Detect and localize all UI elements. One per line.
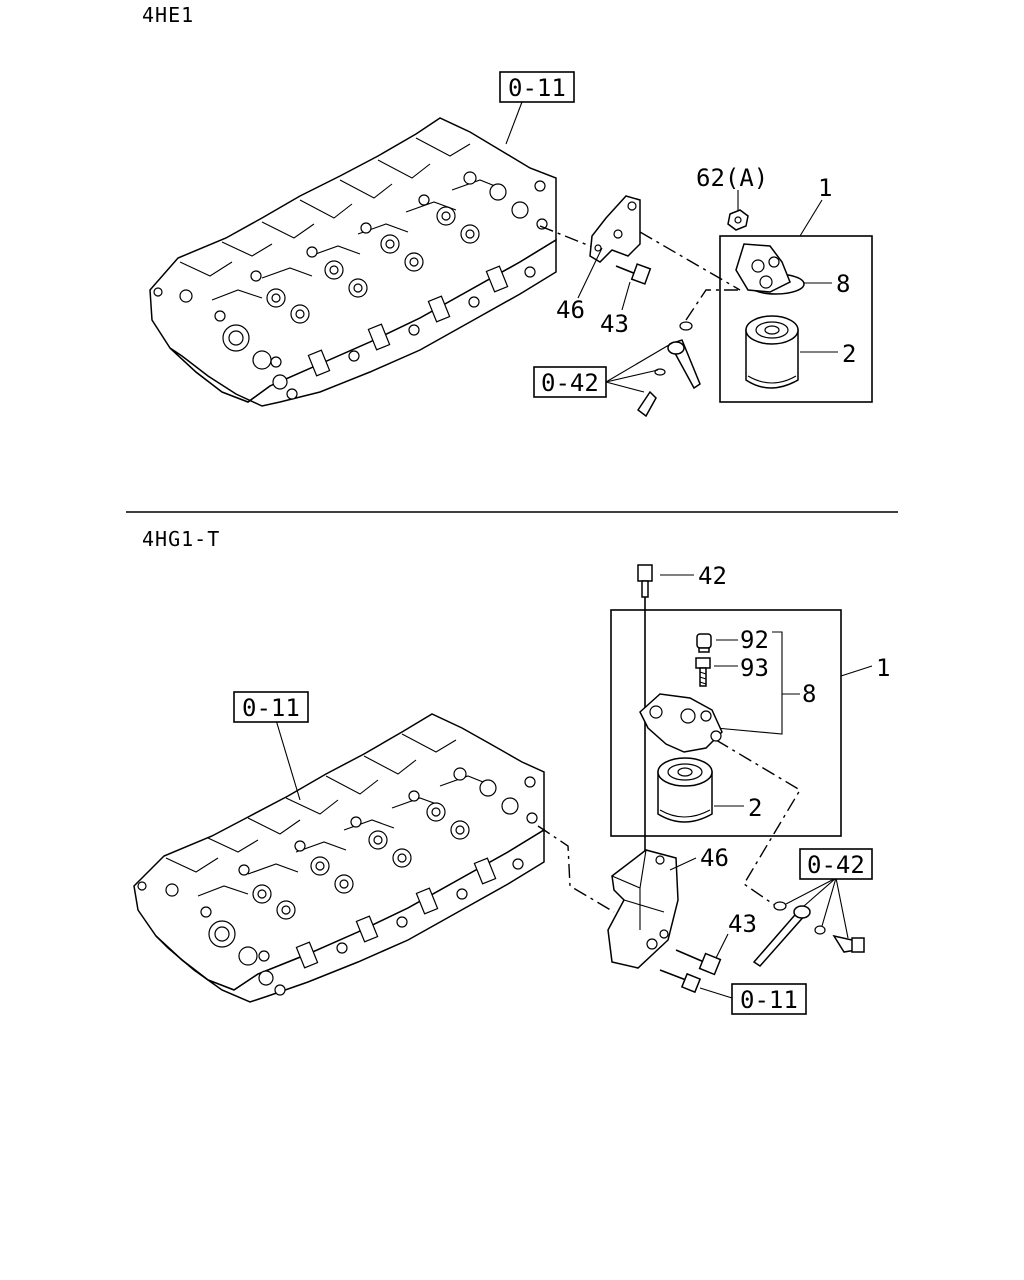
ref-box-head-4he1[interactable]: [499, 71, 575, 103]
section-4hg1t: 4HG1-T: [133, 527, 890, 1015]
plug-93-4hg1t: [695, 657, 711, 687]
leader-1-4he1: [799, 199, 823, 237]
bracket-4he1: [589, 195, 641, 263]
leader-042a-4hg1t: [785, 877, 837, 905]
label-8-4hg1t: 8: [802, 680, 816, 708]
label-46-4he1: 46: [556, 296, 585, 324]
filter-cartridge-4he1: [745, 315, 799, 389]
section-4he1: 4HE1: [142, 3, 873, 418]
leader-042d-4hg1t: [835, 877, 849, 939]
fittings-4hg1t: [752, 901, 865, 967]
leader-43-4he1: [621, 281, 631, 311]
leader-1-4hg1t: [840, 665, 873, 677]
ref-label-head-4he1: 0-11: [508, 74, 566, 102]
centerline-4he1: [539, 225, 741, 291]
centerline-head-4hg1t: [537, 825, 615, 913]
bracket-4hg1t: [607, 849, 679, 969]
leader-46-4he1: [577, 247, 603, 299]
leader-042b-4he1: [605, 369, 659, 383]
assembly-box-4he1: [719, 235, 873, 403]
label-1-4he1: 1: [818, 174, 832, 202]
label-46-4hg1t: 46: [700, 844, 729, 872]
leader-042a-4he1: [605, 341, 675, 383]
label-2-4he1: 2: [842, 340, 856, 368]
cylinder-head-4he1: [149, 117, 557, 407]
label-43-4he1: 43: [600, 310, 629, 338]
label-1-4hg1t: 1: [876, 654, 890, 682]
ref-label-head-4hg1t: 0-11: [242, 694, 300, 722]
section-title-4he1: 4HE1: [142, 3, 194, 27]
section-title-4hg1t: 4HG1-T: [142, 527, 220, 551]
bolt-43-4he1: [615, 263, 652, 285]
ref-box-fittings-4hg1t[interactable]: [799, 848, 873, 880]
centerline-fitting-4hg1t: [715, 739, 801, 907]
bolt-43-4hg1t: [675, 949, 722, 976]
assembly-box-4hg1t: [610, 609, 842, 837]
label-62a-4he1: 62(A): [696, 164, 768, 192]
leader-042c-4he1: [605, 381, 645, 393]
filter-cartridge-4hg1t: [657, 757, 713, 823]
centerline-fitting-4he1: [685, 289, 740, 321]
ref-label-fittings-4he1: 0-42: [541, 369, 599, 397]
leader-head-ref-4he1: [505, 101, 523, 145]
leader-43-4hg1t: [715, 933, 729, 959]
ref-box-fittings-4he1[interactable]: [533, 366, 607, 398]
filter-cover-4hg1t: [639, 693, 723, 753]
ref-box-bolt-4hg1t[interactable]: [731, 983, 807, 1015]
leader-46-4hg1t: [669, 857, 697, 871]
cylinder-head-4hg1t: [133, 713, 545, 1003]
ref-label-bolt-4hg1t: 0-11: [740, 986, 798, 1014]
label-93-4hg1t: 93: [740, 654, 769, 682]
ref-box-head-4hg1t[interactable]: [233, 691, 309, 723]
ref-label-fittings-4hg1t: 0-42: [807, 851, 865, 879]
leader-042c-4hg1t: [821, 877, 837, 927]
label-8-4he1: 8: [836, 270, 850, 298]
bolt-lower-4hg1t: [659, 969, 702, 994]
label-43-4hg1t: 43: [728, 910, 757, 938]
label-42-4hg1t: 42: [698, 562, 727, 590]
cap-92-4hg1t: [696, 633, 712, 653]
filter-cover-4he1: [735, 243, 805, 295]
label-2-4hg1t: 2: [748, 794, 762, 822]
fittings-4he1: [636, 321, 701, 418]
leader-head-ref-4hg1t: [275, 719, 301, 801]
leader-group-8-4hg1t: [715, 631, 800, 735]
leader-bolt-ref-4hg1t: [699, 987, 733, 999]
leader-042b-4hg1t: [803, 877, 837, 907]
label-92-4hg1t: 92: [740, 626, 769, 654]
